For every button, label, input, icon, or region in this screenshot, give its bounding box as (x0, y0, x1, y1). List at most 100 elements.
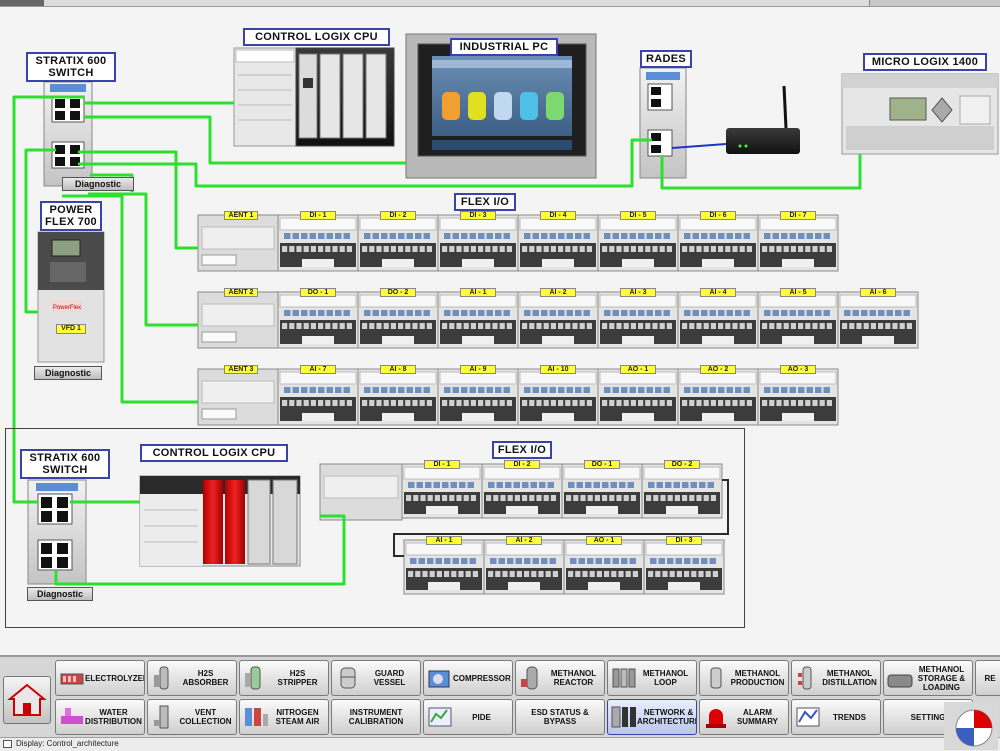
flex-module-tag-r1-4[interactable]: DI - 4 (540, 211, 576, 220)
flex-module-tag-r2-3[interactable]: AI - 1 (460, 288, 496, 297)
flex-module-tag-r1-7[interactable]: DI - 7 (780, 211, 816, 220)
stratix-bottom-diagnostic-button[interactable]: Diagnostic (27, 587, 93, 601)
flex-module-tag-r1-5[interactable]: DI - 5 (620, 211, 656, 220)
flex-remote-module-do2-row1[interactable] (641, 463, 723, 519)
nav-electrolyzer-button[interactable]: ELECTROLYZER (55, 660, 145, 696)
powerflex-diagnostic-button[interactable]: Diagnostic (34, 366, 102, 380)
flex-remote-tag-r2-3[interactable]: AO - 1 (586, 536, 622, 545)
nav-h2s-stripper-button[interactable]: H2S STRIPPER (239, 660, 329, 696)
flex-module-ao2-row3[interactable] (677, 368, 759, 426)
flex-module-ai7-row3[interactable] (277, 368, 359, 426)
flex-module-di6-row1[interactable] (677, 214, 759, 272)
flex-module-ai1-row2[interactable] (437, 291, 519, 349)
flex-remote-module-di3-row2[interactable] (643, 539, 725, 595)
flex-remote-module-di2-row1[interactable] (481, 463, 563, 519)
flex-remote-module-di1-row1[interactable] (401, 463, 483, 519)
flex-module-tag-r3-3[interactable]: AI - 9 (460, 365, 496, 374)
flex-adapter-tag-1[interactable]: AENT 1 (224, 211, 258, 220)
flex-adapter-tag-2[interactable]: AENT 2 (224, 288, 258, 297)
flex-module-di2-row1[interactable] (357, 214, 439, 272)
nav-network-and-architecture-button[interactable]: NETWORK & ARCHITECTURE (607, 699, 697, 735)
nav-esd-status-and-bypass-button[interactable]: ESD STATUS & BYPASS (515, 699, 605, 735)
flex-adapter-remote[interactable] (319, 463, 403, 521)
flex-module-tag-r3-7[interactable]: AO - 3 (780, 365, 816, 374)
flex-module-tag-r3-1[interactable]: AI - 7 (300, 365, 336, 374)
flex-remote-module-ao1-row2[interactable] (563, 539, 645, 595)
flex-module-ai6-row2[interactable] (837, 291, 919, 349)
flex-module-tag-r2-5[interactable]: AI - 3 (620, 288, 656, 297)
flex-adapter-1[interactable] (197, 214, 279, 272)
nav-pide-button[interactable]: PIDE (423, 699, 513, 735)
flex-module-di4-row1[interactable] (517, 214, 599, 272)
flex-module-tag-r2-4[interactable]: AI - 2 (540, 288, 576, 297)
nav-methanol-reactor-button[interactable]: METHANOL REACTOR (515, 660, 605, 696)
nav-water-distribution-button[interactable]: WATER DISTRIBUTION (55, 699, 145, 735)
flex-module-di1-row1[interactable] (277, 214, 359, 272)
nav-nitrogen-steam-air-button[interactable]: NITROGEN STEAM AIR (239, 699, 329, 735)
flex-remote-tag-r2-1[interactable]: AI - 1 (426, 536, 462, 545)
flex-module-tag-r2-8[interactable]: AI - 6 (860, 288, 896, 297)
flex-module-tag-r3-5[interactable]: AO - 1 (620, 365, 656, 374)
flex-module-tag-r1-1[interactable]: DI - 1 (300, 211, 336, 220)
flex-remote-tag-r1-4[interactable]: DO - 2 (664, 460, 700, 469)
control-logix-cpu-top[interactable] (233, 47, 395, 147)
flex-remote-tag-r1-1[interactable]: DI - 1 (424, 460, 460, 469)
flex-remote-tag-r2-2[interactable]: AI - 2 (506, 536, 542, 545)
nav-compressor-button[interactable]: COMPRESSOR (423, 660, 513, 696)
micrologix-1400-plc[interactable] (841, 73, 999, 155)
flex-module-ai10-row3[interactable] (517, 368, 599, 426)
nav-vent-collection-button[interactable]: VENT COLLECTION (147, 699, 237, 735)
nav-instrument-calibration-button[interactable]: INSTRUMENT CALIBRATION (331, 699, 421, 735)
flex-module-tag-r2-6[interactable]: AI - 4 (700, 288, 736, 297)
powerflex-700-drive[interactable]: PowerFlex (37, 231, 105, 363)
flex-module-di5-row1[interactable] (597, 214, 679, 272)
nav-re-button[interactable]: RE (975, 660, 1000, 696)
stratix-switch-top[interactable] (43, 81, 93, 187)
flex-module-tag-r3-2[interactable]: AI - 8 (380, 365, 416, 374)
flex-module-ai2-row2[interactable] (517, 291, 599, 349)
wireless-router[interactable] (726, 85, 800, 154)
nav-h2s-absorber-button[interactable]: H2S ABSORBER (147, 660, 237, 696)
flex-module-ai4-row2[interactable] (677, 291, 759, 349)
home-button[interactable] (3, 676, 51, 724)
flex-module-tag-r2-2[interactable]: DO - 2 (380, 288, 416, 297)
flex-module-tag-r2-1[interactable]: DO - 1 (300, 288, 336, 297)
nav-methanol-production-button[interactable]: METHANOL PRODUCTION (699, 660, 789, 696)
flex-module-di7-row1[interactable] (757, 214, 839, 272)
flex-remote-module-do1-row1[interactable] (561, 463, 643, 519)
flex-remote-module-ai1-row2[interactable] (403, 539, 485, 595)
flex-module-ai9-row3[interactable] (437, 368, 519, 426)
industrial-pc[interactable] (405, 33, 597, 179)
flex-remote-module-ai2-row2[interactable] (483, 539, 565, 595)
flex-module-do2-row2[interactable] (357, 291, 439, 349)
nav-methanol-loop-button[interactable]: METHANOL LOOP (607, 660, 697, 696)
nav-methanol-distillation-button[interactable]: METHANOL DISTILLATION (791, 660, 881, 696)
vfd-tag[interactable]: VFD 1 (56, 324, 86, 334)
flex-module-do1-row2[interactable] (277, 291, 359, 349)
flex-module-ai8-row3[interactable] (357, 368, 439, 426)
flex-module-tag-r3-4[interactable]: AI - 10 (540, 365, 576, 374)
flex-module-tag-r1-2[interactable]: DI - 2 (380, 211, 416, 220)
flex-module-ai3-row2[interactable] (597, 291, 679, 349)
flex-module-tag-r1-6[interactable]: DI - 6 (700, 211, 736, 220)
flex-module-ai5-row2[interactable] (757, 291, 839, 349)
flex-module-ao1-row3[interactable] (597, 368, 679, 426)
stratix-switch-bottom[interactable] (27, 479, 87, 585)
flex-remote-tag-r1-3[interactable]: DO - 1 (584, 460, 620, 469)
flex-adapter-tag-3[interactable]: AENT 3 (224, 365, 258, 374)
flex-module-ao3-row3[interactable] (757, 368, 839, 426)
flex-remote-tag-r2-4[interactable]: DI - 3 (666, 536, 702, 545)
flex-adapter-2[interactable] (197, 291, 279, 349)
nav-methanol-storage-and-loading-button[interactable]: METHANOL STORAGE & LOADING (883, 660, 973, 696)
flex-adapter-3[interactable] (197, 368, 279, 426)
flex-module-tag-r2-7[interactable]: AI - 5 (780, 288, 816, 297)
stratix-top-diagnostic-button[interactable]: Diagnostic (62, 177, 134, 191)
flex-module-tag-r1-3[interactable]: DI - 3 (460, 211, 496, 220)
nav-guard-vessel-button[interactable]: GUARD VESSEL (331, 660, 421, 696)
nav-trends-button[interactable]: TRENDS (791, 699, 881, 735)
nav-alarm-summary-button[interactable]: ALARM SUMMARY (699, 699, 789, 735)
flex-module-di3-row1[interactable] (437, 214, 519, 272)
flex-remote-tag-r1-2[interactable]: DI - 2 (504, 460, 540, 469)
flex-module-tag-r3-6[interactable]: AO - 2 (700, 365, 736, 374)
control-logix-cpu-bottom[interactable] (139, 475, 301, 567)
